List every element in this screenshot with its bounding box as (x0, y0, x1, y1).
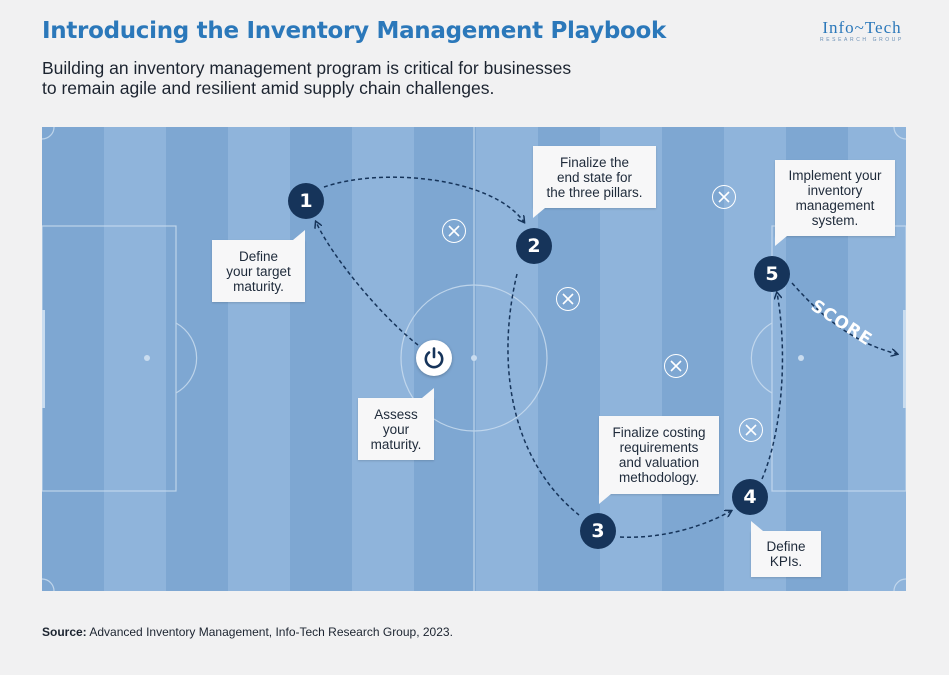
callout-step-5: Implement your inventory management syst… (775, 160, 895, 246)
step-4-marker: 4 (732, 479, 768, 515)
step-5-number: 5 (765, 263, 779, 285)
power-glyph (424, 347, 444, 369)
source-label: Source: (42, 625, 87, 639)
callout-start-line-3: maturity. (370, 436, 422, 452)
callout-step-3-line-4: methodology. (618, 470, 700, 485)
callout-step-2-line-1: Finalize the (559, 154, 630, 170)
step-4-number: 4 (743, 486, 757, 508)
subtitle-line-2: to remain agile and resilient amid suppl… (42, 78, 495, 98)
callout-step-2-line-3: the three pillars. (546, 184, 643, 200)
page-subtitle: Building an inventory management program… (42, 58, 642, 98)
callout-start-line-2: your (382, 421, 410, 437)
callout-step-1-line-1: Define (238, 248, 278, 264)
callout-step-5-line-3: management (795, 198, 875, 213)
callout-step-4-line-2: KPIs. (769, 554, 803, 569)
logo-wordmark: Info~Tech (822, 18, 902, 37)
callout-step-3-line-2: requirements (619, 440, 699, 455)
step-2-number: 2 (527, 235, 541, 257)
defender-x-icon (739, 418, 763, 442)
callout-step-1-line-2: your target (226, 263, 291, 279)
source-citation: Source: Advanced Inventory Management, I… (42, 625, 453, 639)
step-1-marker: 1 (288, 183, 324, 219)
callout-step-4-line-1: Define (766, 539, 806, 554)
step-5-marker: 5 (754, 256, 790, 292)
source-text: Advanced Inventory Management, Info-Tech… (86, 625, 453, 639)
step-2-marker: 2 (516, 228, 552, 264)
step-3-marker: 3 (580, 513, 616, 549)
callout-step-3-line-3: and valuation (618, 455, 700, 470)
step-1-number: 1 (299, 190, 313, 212)
logo-tagline: RESEARCH GROUP (820, 37, 904, 43)
defender-x-icon (664, 354, 688, 378)
callout-step-3-line-1: Finalize costing (612, 425, 706, 440)
callout-step-2: Finalize the end state for the three pil… (533, 146, 656, 218)
callout-step-1-line-3: maturity. (233, 278, 284, 294)
callout-step-2-line-2: end state for (556, 169, 633, 185)
callout-step-3: Finalize costing requirements and valuat… (599, 416, 719, 504)
page-title: Introducing the Inventory Management Pla… (42, 18, 666, 44)
callout-step-1: Define your target maturity. (212, 230, 305, 302)
callout-step-5-line-1: Implement your (788, 168, 882, 183)
defender-x-icon (556, 287, 580, 311)
power-icon (416, 340, 452, 376)
callout-start-line-1: Assess (374, 406, 418, 422)
defender-x-icon (712, 185, 736, 209)
subtitle-line-1: Building an inventory management program… (42, 58, 572, 78)
step-3-number: 3 (591, 520, 605, 542)
callout-step-4: Define KPIs. (751, 521, 821, 577)
callout-step-5-line-2: inventory (807, 183, 863, 198)
info-tech-logo: Info~Tech RESEARCH GROUP (812, 18, 912, 43)
callout-step-5-line-4: system. (811, 213, 859, 228)
defender-x-icon (442, 219, 466, 243)
callout-start: Assess your maturity. (358, 388, 434, 460)
